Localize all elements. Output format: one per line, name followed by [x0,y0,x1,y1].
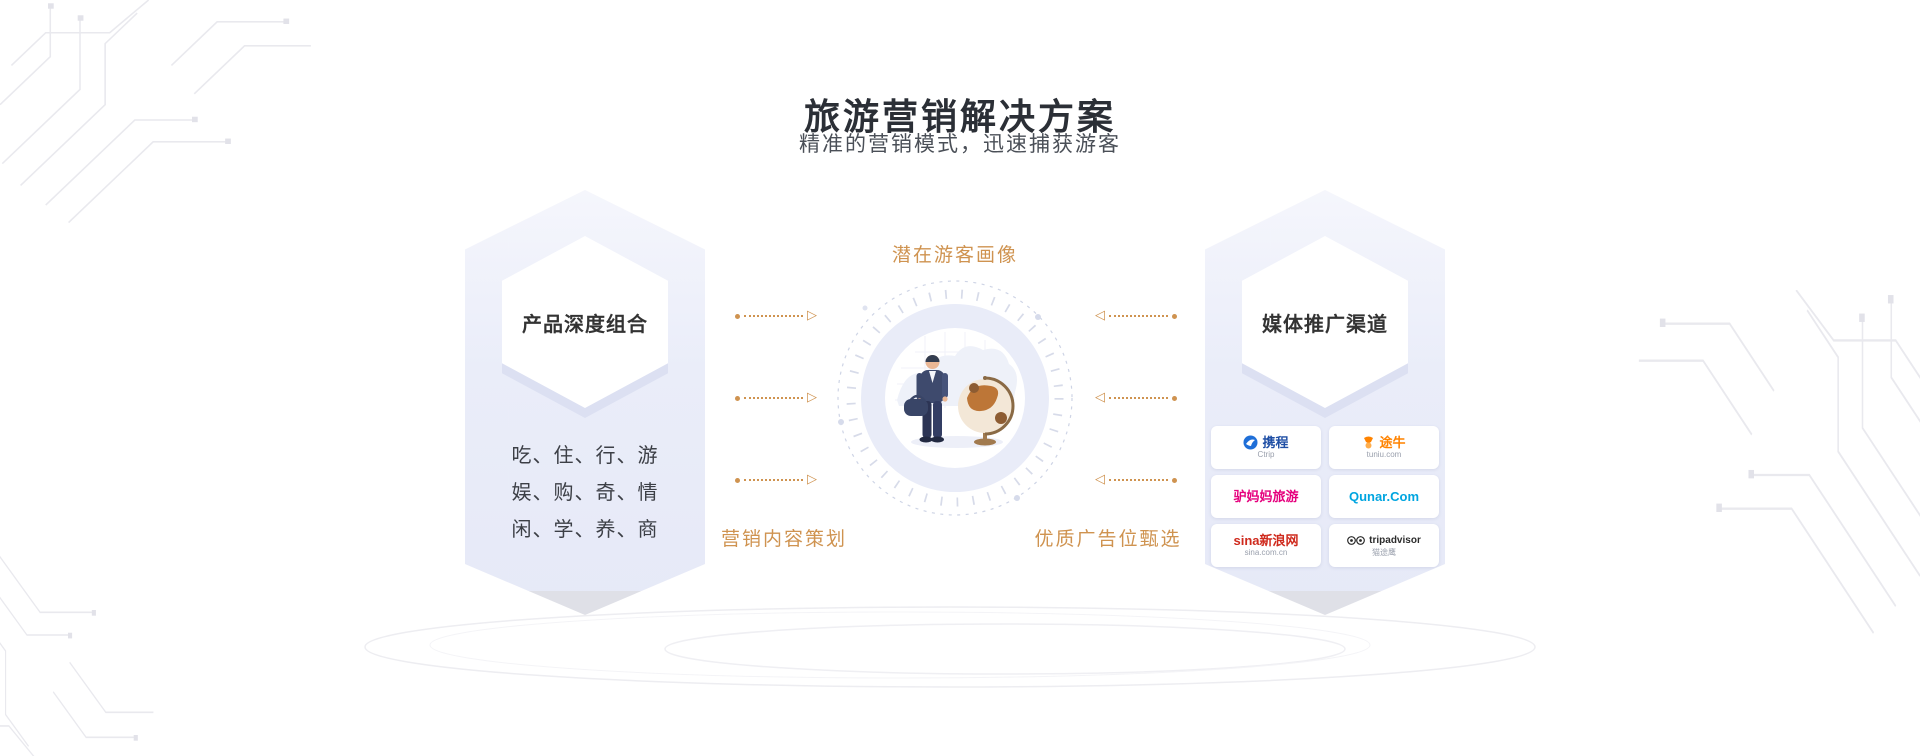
ctrip-logo: 携程 Ctrip [1211,426,1321,469]
arrow-dot-icon [735,477,740,483]
arrow-dot-icon [1172,395,1177,401]
arrow-left-icon: ◁ [1095,390,1105,405]
media-channels-card: 媒体推广渠道 携程 Ctrip [1205,190,1445,615]
ring-dots [838,305,1041,501]
decor-circuit-right [1637,290,1920,635]
arrow-dot-icon [735,395,740,401]
tripadvisor-logo: tripadvisor 猫途鹰 [1329,524,1439,567]
arrow-right-icon: ▷ [807,390,817,405]
dotted-line [744,479,803,481]
lvmama-logo: 驴妈妈旅游 [1211,475,1321,518]
dotted-ring [837,280,1073,516]
dotted-line [1109,479,1168,481]
traveler-illustration [904,355,948,443]
card-tip-shadow [465,591,705,615]
media-logo-grid: 携程 Ctrip 途牛 tuniu.com 驴妈妈旅游 Q [1211,426,1439,567]
flow-arrow-left-1: ▷ [735,308,817,324]
tuniu-label: 途牛 [1379,435,1406,450]
decor-circuit-bottom-left [0,527,155,756]
dotted-line [1109,397,1168,399]
flow-arrow-left-2: ▷ [735,390,817,406]
product-category-lines: 吃、住、行、游 娱、购、奇、情 闲、学、养、商 [465,438,705,549]
arrow-dot-icon [1172,313,1177,319]
flow-arrow-right-2: ◁ [1095,390,1177,406]
card-title: 媒体推广渠道 [1262,313,1388,336]
flow-arrow-left-3: ▷ [735,472,817,488]
qunar-label: Qunar.Com [1348,489,1420,504]
dotted-line [744,397,803,399]
ctrip-dolphin-icon [1243,435,1258,450]
tuniu-bull-icon [1364,436,1374,449]
flow-arrow-right-3: ◁ [1095,472,1177,488]
customer-profile-illustration [837,280,1073,516]
ctrip-sub: Ctrip [1257,450,1275,459]
product-combination-card: 产品深度组合 吃、住、行、游 娱、购、奇、情 闲、学、养、商 [465,190,705,615]
arrow-right-icon: ▷ [807,308,817,323]
tripadvisor-label: tripadvisor [1369,535,1421,546]
arrow-dot-icon [1172,477,1177,483]
dotted-line [744,315,803,317]
arrow-left-icon: ◁ [1095,308,1105,323]
card-tip-shadow [1205,591,1445,615]
tuniu-sub: tuniu.com [1366,450,1402,459]
flow-arrow-right-1: ◁ [1095,308,1177,324]
sina-label: sina新浪网 [1233,533,1299,548]
ctrip-label: 携程 [1262,435,1289,450]
product-category-line: 吃、住、行、游 [511,445,659,467]
dotted-line [1109,315,1168,317]
label-potential-tourist-profile: 潜在游客画像 [891,245,1018,266]
page-title: 旅游营销解决方案 [803,96,1116,138]
label-marketing-content-planning: 营销内容策划 [720,529,847,550]
sina-logo: sina新浪网 sina.com.cn [1211,524,1321,567]
tripadvisor-owl-icon [1347,536,1366,545]
arrow-left-icon: ◁ [1095,472,1105,487]
tuniu-logo: 途牛 tuniu.com [1329,426,1439,469]
card-title: 产品深度组合 [522,313,648,336]
page-subtitle: 精准的营销模式，迅速捕获游客 [799,133,1121,156]
product-category-line: 闲、学、养、商 [511,519,659,541]
tick-dial [846,289,1064,507]
sina-sub: sina.com.cn [1244,548,1288,557]
label-premium-ad-slot-selection: 优质广告位甄选 [1034,529,1182,550]
lvmama-label: 驴妈妈旅游 [1233,489,1299,504]
arrow-right-icon: ▷ [807,472,817,487]
qunar-logo: Qunar.Com [1329,475,1439,518]
product-category-line: 娱、购、奇、情 [511,482,659,504]
globe-illustration [958,376,1015,446]
arrow-dot-icon [735,313,740,319]
tripadvisor-sub: 猫途鹰 [1372,548,1396,557]
